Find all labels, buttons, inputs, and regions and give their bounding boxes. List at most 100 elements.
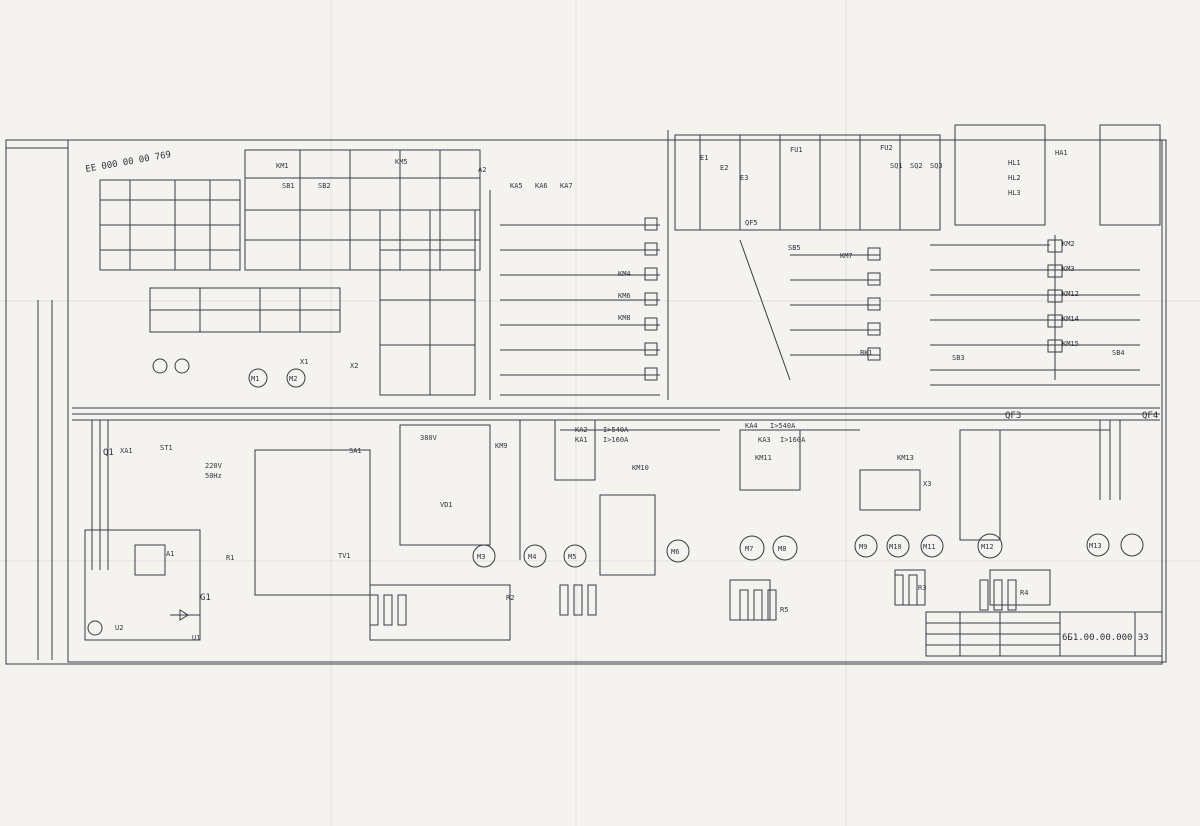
label-sq3: SQ3 (930, 162, 943, 170)
label-sq2: SQ2 (910, 162, 923, 170)
title-block: 6Б1.00.00.000 Э3 (925, 611, 1163, 657)
motor-m11 (920, 534, 944, 558)
label-e2: E2 (720, 164, 728, 172)
label-a1: A1 (166, 550, 174, 558)
motor-m14 (1120, 533, 1144, 557)
label-fu1: FU1 (790, 146, 803, 154)
control-wiring (99, 124, 1161, 400)
label-km13: KM13 (897, 454, 914, 462)
outer-frame (5, 139, 1163, 665)
label-ka4-note: I>540A (770, 422, 796, 430)
label-ka5: KA5 (510, 182, 523, 190)
label-m7: M7 (745, 545, 753, 553)
label-m11: M11 (923, 543, 936, 551)
label-sb2: SB2 (318, 182, 331, 190)
label-m1: M1 (251, 375, 259, 383)
label-ha1: HA1 (1055, 149, 1068, 157)
label-sb4: SB4 (1112, 349, 1125, 357)
label-r4: R4 (1020, 589, 1028, 597)
label-e1: E1 (700, 154, 708, 162)
label-km6: KM6 (618, 292, 631, 300)
label-x2: X2 (350, 362, 358, 370)
label-vd1: VD1 (440, 501, 453, 509)
label-km2: KM2 (1062, 240, 1075, 248)
label-r1: R1 (226, 554, 234, 562)
label-hl2: HL2 (1008, 174, 1021, 182)
label-220v: 220V (205, 462, 223, 470)
label-sb1: SB1 (282, 182, 295, 190)
label-r5: R5 (780, 606, 788, 614)
motor-m7 (739, 535, 765, 561)
label-fu2: FU2 (880, 144, 893, 152)
motor-m3 (472, 544, 496, 568)
label-sb3: SB3 (952, 354, 965, 362)
resistor-banks (369, 574, 1017, 626)
motor-m4 (523, 544, 547, 568)
label-km1: KM1 (276, 162, 289, 170)
indicator-lamp (174, 358, 190, 374)
label-m3: M3 (477, 553, 485, 561)
drawing-number: 6Б1.00.00.000 Э3 (1062, 633, 1149, 643)
label-m8: M8 (778, 545, 786, 553)
label-50hz: 50Hz (205, 472, 222, 480)
relay-ladders (560, 419, 1110, 431)
label-sa1: SA1 (349, 447, 362, 455)
motors (87, 358, 1144, 636)
label-m12: M12 (981, 543, 994, 551)
label-km10: KM10 (632, 464, 649, 472)
power-circuit (84, 419, 1121, 641)
label-a2: A2 (478, 166, 486, 174)
label-m13: M13 (1089, 542, 1102, 550)
label-x1: X1 (300, 358, 308, 366)
label-m9: M9 (859, 543, 867, 551)
label-qf3: QF3 (1005, 411, 1021, 421)
label-sq1: SQ1 (890, 162, 903, 170)
top-left-code: EE 000 00 00 769 (85, 150, 172, 175)
label-km8: KM8 (618, 314, 631, 322)
motor-m9 (854, 534, 878, 558)
generator-g1 (87, 620, 103, 636)
indicator-lamp (152, 358, 168, 374)
label-km4: KM4 (618, 270, 631, 278)
label-ka2-note: I>540A (603, 426, 629, 434)
motor-m8 (772, 535, 798, 561)
main-busbars (72, 407, 1160, 421)
label-km11: KM11 (755, 454, 772, 462)
label-m4: M4 (528, 553, 536, 561)
label-qf5: QF5 (745, 219, 758, 227)
label-xa1: XA1 (120, 447, 133, 455)
label-km5: KM5 (395, 158, 408, 166)
label-q1: Q1 (103, 448, 114, 458)
label-km14: KM14 (1062, 315, 1079, 323)
label-qf4: QF4 (1142, 411, 1158, 421)
label-st1: ST1 (160, 444, 173, 452)
label-tv1: TV1 (338, 552, 351, 560)
label-ka4: KA4 (745, 422, 758, 430)
label-hl3: HL3 (1008, 189, 1021, 197)
label-km12: KM12 (1062, 290, 1079, 298)
label-ka6: KA6 (535, 182, 548, 190)
label-m2: M2 (289, 375, 297, 383)
label-km3: KM3 (1062, 265, 1075, 273)
motor-m2 (286, 368, 306, 388)
label-km15: KM15 (1062, 340, 1079, 348)
motor-m12 (977, 533, 1003, 559)
label-ka2: KA2 (575, 426, 588, 434)
label-sb5: SB5 (788, 244, 801, 252)
label-m6: M6 (671, 548, 679, 556)
label-ka1: KA1 (575, 436, 588, 444)
label-hl1: HL1 (1008, 159, 1021, 167)
label-380v: 380V (420, 434, 438, 442)
drawing-frame (67, 139, 1167, 663)
label-x3: X3 (923, 480, 931, 488)
label-m5: M5 (568, 553, 576, 561)
label-u2: U2 (115, 624, 123, 632)
motor-m10 (886, 534, 910, 558)
label-m10: M10 (889, 543, 902, 551)
label-r3: R3 (918, 584, 926, 592)
motor-m6 (666, 539, 690, 563)
motor-m5 (563, 544, 587, 568)
label-e3: E3 (740, 174, 748, 182)
